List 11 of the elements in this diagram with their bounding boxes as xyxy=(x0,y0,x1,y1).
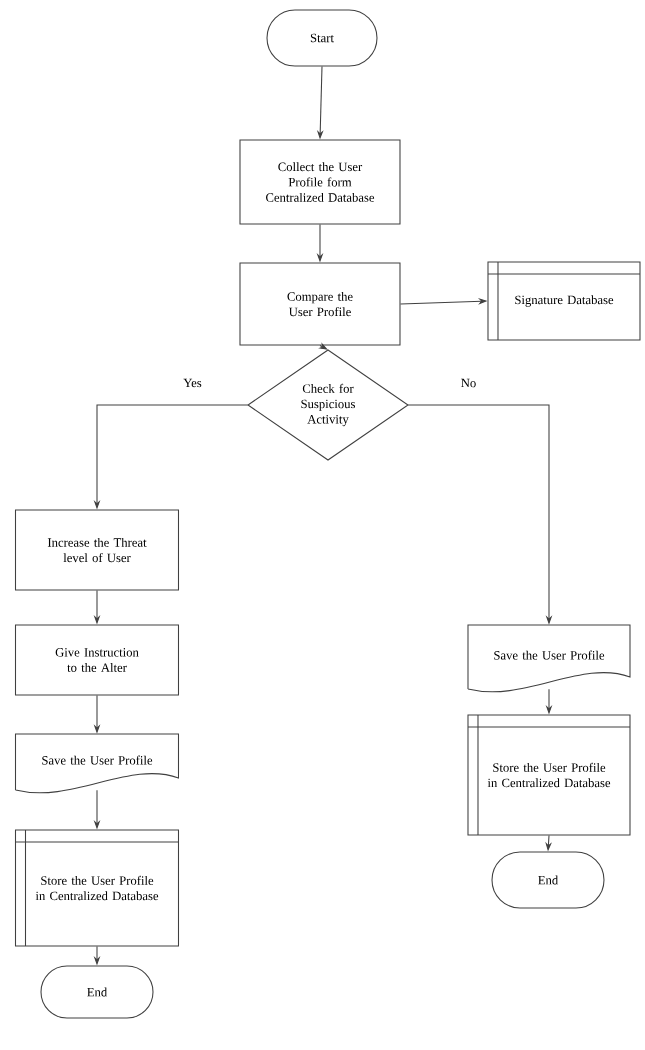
storage-box: Store the User Profile in Centralized Database xyxy=(467,714,631,836)
process-box: Collect the User Profile form Centralized Database xyxy=(239,139,401,225)
document-shape: Save the User Profile xyxy=(14,733,180,794)
process-box: Compare the User Profile xyxy=(239,262,401,346)
document-shape: Save the User Profile xyxy=(467,624,631,693)
edge-label: Yes xyxy=(181,377,204,389)
edge-label: No xyxy=(459,377,478,389)
storage-box: Signature Database xyxy=(487,261,641,341)
process-box: Give Instruction to the Alter xyxy=(14,624,180,696)
process-box: Increase the Threat level of User xyxy=(14,509,180,591)
storage-box: Store the User Profile in Centralized Database xyxy=(14,829,180,947)
